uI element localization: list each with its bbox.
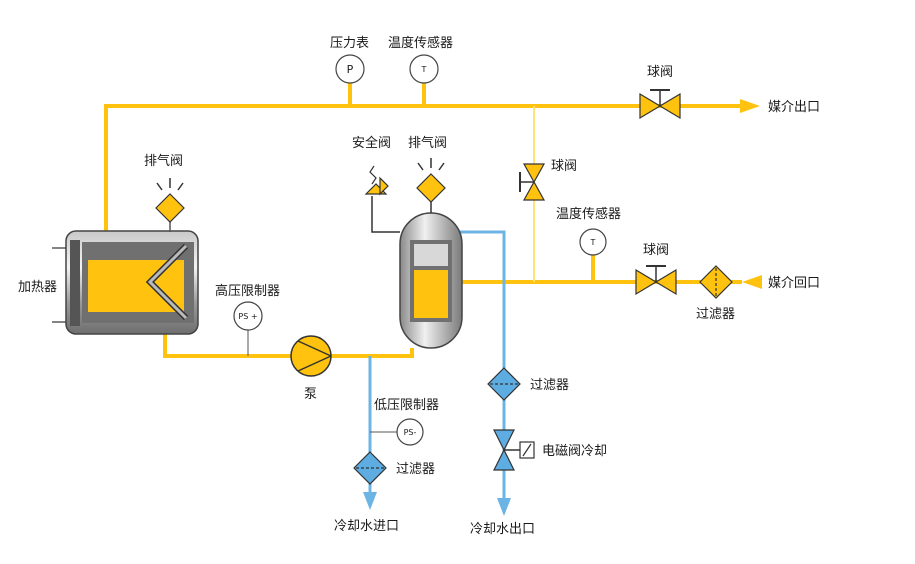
cooling-outlet-arrow: [497, 498, 511, 516]
temperature-sensor-right-label: 温度传感器: [556, 206, 621, 222]
cooling-inlet-arrow: [363, 492, 377, 510]
cooling-water-outlet-label: 冷却水出口: [470, 522, 535, 537]
medium-outlet-label: 媒介出口: [768, 100, 820, 115]
cooling-tank: [371, 195, 463, 349]
ball-valve-outlet-label: 球阀: [647, 65, 673, 80]
ball-valve-bypass-label: 球阀: [551, 159, 577, 174]
cooling-water-inlet-label: 冷却水进口: [334, 519, 399, 534]
heater: [52, 230, 199, 335]
pump[interactable]: [290, 335, 332, 377]
medium-return-label: 媒介回口: [768, 276, 820, 291]
high-pressure-limiter-symbol: PS +: [238, 312, 257, 321]
ball-valve-outlet[interactable]: [639, 89, 681, 120]
solenoid-valve-label: 电磁阀冷却: [542, 444, 607, 459]
temperature-sensor-top-symbol: T: [421, 65, 427, 74]
outlet-arrow: [740, 99, 760, 113]
temperature-sensor-right-symbol: T: [590, 238, 596, 247]
heater-label: 加热器: [18, 280, 57, 295]
pressure-gauge-label: 压力表: [330, 36, 369, 51]
cooling-outlet-filter: [487, 367, 521, 401]
ball-valve-return[interactable]: [635, 265, 677, 296]
return-filter: [699, 265, 733, 299]
ball-valve-bypass[interactable]: [519, 163, 546, 201]
high-pressure-limiter-label: 高压限制器: [215, 283, 280, 299]
temperature-sensor-right: T: [579, 228, 607, 256]
cooling-inlet-filter-label: 过滤器: [396, 462, 435, 477]
temperature-sensor-top: T: [409, 54, 439, 84]
temperature-sensor-top-label: 温度传感器: [388, 35, 453, 51]
medium-piping: [104, 82, 742, 358]
low-pressure-limiter-symbol: PS-: [404, 428, 417, 437]
cooling-inlet-filter: [353, 451, 387, 485]
heater-vent-valve-label: 排气阀: [144, 153, 183, 169]
solenoid-valve[interactable]: [493, 429, 535, 471]
tank-vent-valve: [416, 158, 446, 203]
tank-vent-valve-label: 排气阀: [408, 135, 447, 151]
pressure-gauge: P: [335, 54, 365, 84]
ball-valve-return-label: 球阀: [643, 243, 669, 258]
cooling-outlet-filter-label: 过滤器: [530, 378, 569, 393]
high-pressure-limiter: PS +: [233, 301, 263, 331]
safety-valve[interactable]: [364, 165, 389, 196]
low-pressure-limiter-label: 低压限制器: [374, 398, 439, 413]
pressure-gauge-symbol: P: [347, 63, 354, 76]
low-pressure-limiter: PS-: [396, 418, 424, 446]
pump-label: 泵: [304, 387, 317, 402]
safety-valve-label: 安全阀: [352, 135, 391, 151]
return-filter-label: 过滤器: [696, 307, 735, 322]
return-arrow: [742, 275, 762, 289]
heater-vent-valve: [155, 178, 185, 232]
